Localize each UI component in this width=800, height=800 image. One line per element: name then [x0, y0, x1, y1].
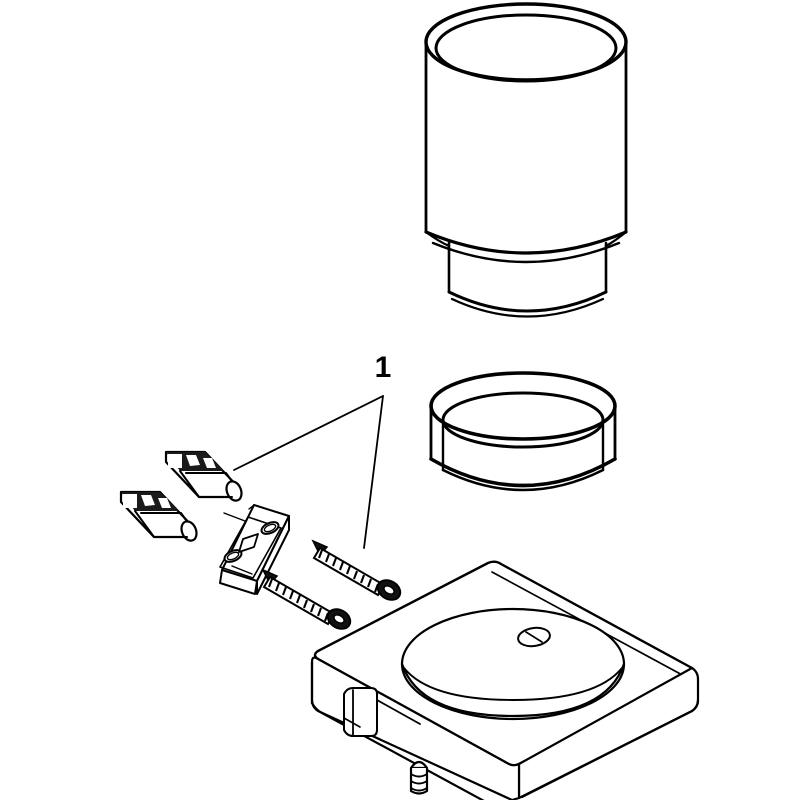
leader-line-to-screws	[363, 395, 384, 549]
callout-number-1: 1	[375, 351, 392, 384]
holder-base-block-part	[310, 560, 700, 800]
leader-line-to-hardware	[233, 395, 384, 471]
wall-anchor-upper-part	[164, 450, 243, 502]
callout-leader-lines	[233, 395, 384, 549]
tumbler-collar-ring-part	[429, 371, 617, 492]
tumbler-glass-part	[424, 2, 628, 318]
grub-set-screw-part	[409, 760, 429, 795]
wall-anchor-lower-part	[119, 490, 198, 542]
mounting-screw-upper-part	[311, 539, 402, 601]
mounting-screw-lower-part	[261, 568, 352, 630]
